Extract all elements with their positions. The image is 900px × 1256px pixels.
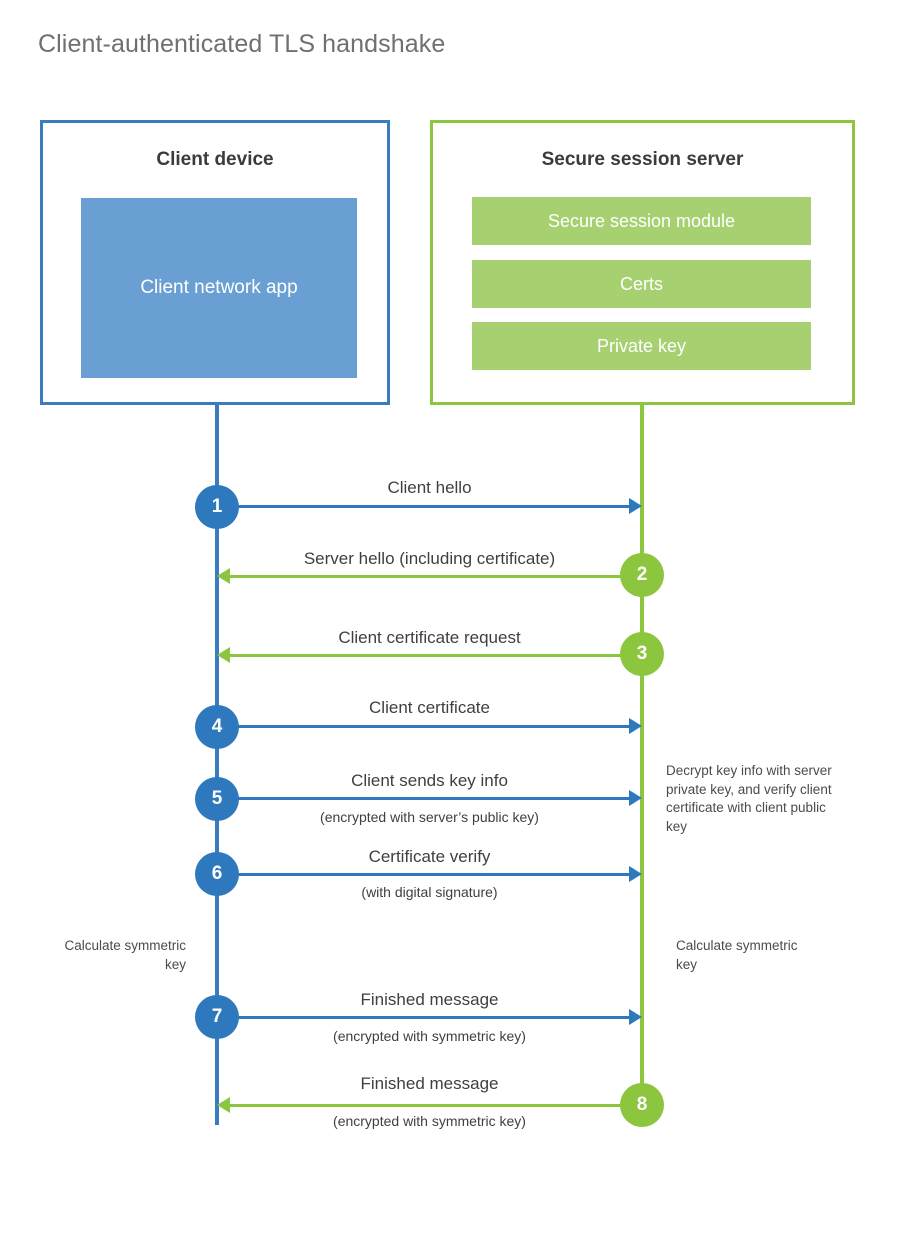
arrow-left-icon bbox=[217, 1097, 230, 1113]
message-line bbox=[217, 1016, 629, 1019]
server-component-label: Private key bbox=[596, 335, 687, 356]
arrow-left-icon bbox=[217, 568, 230, 584]
message-sublabel: (encrypted with server’s public key) bbox=[320, 809, 539, 825]
arrow-left-icon bbox=[217, 647, 230, 663]
step-circle-2: 2 bbox=[620, 553, 664, 597]
lifeline-server bbox=[640, 405, 644, 1105]
message-line bbox=[217, 725, 629, 728]
client-device-title: Client device bbox=[156, 149, 274, 170]
arrow-right-icon bbox=[629, 498, 642, 514]
page-title: Client-authenticated TLS handshake bbox=[38, 30, 446, 58]
server-component-label: Secure session module bbox=[547, 210, 736, 231]
message-label: Server hello (including certificate) bbox=[303, 549, 556, 568]
message-sublabel: (with digital signature) bbox=[361, 884, 498, 900]
message-label: Finished message bbox=[360, 990, 499, 1009]
actor-box-secure-session-server: Secure session server Secure session mod… bbox=[430, 120, 855, 405]
actor-box-client-device: Client device Client network app bbox=[40, 120, 390, 405]
note-client-calculate-symmetric-key: Calculate symmetric key bbox=[64, 938, 186, 972]
secure-session-server-title: Secure session server bbox=[541, 149, 744, 170]
message-sublabel: (encrypted with symmetric key) bbox=[333, 1028, 526, 1044]
server-component-certs: Certs bbox=[472, 260, 811, 308]
arrow-right-icon bbox=[629, 1009, 642, 1025]
message-label: Client sends key info bbox=[351, 771, 508, 790]
message-line bbox=[217, 873, 629, 876]
message-label: Finished message bbox=[360, 1074, 499, 1093]
note-server-calculate-symmetric-key: Calculate symmetric key bbox=[676, 938, 798, 972]
message-sublabel: (encrypted with symmetric key) bbox=[333, 1113, 526, 1129]
lifeline-client bbox=[215, 405, 219, 1125]
message-label: Client hello bbox=[387, 478, 472, 497]
step-circle-5: 5 bbox=[195, 777, 239, 821]
arrow-right-icon bbox=[629, 866, 642, 882]
server-component-secure-session-module: Secure session module bbox=[472, 197, 811, 245]
client-network-app-rect: Client network app bbox=[81, 198, 357, 378]
arrow-right-icon bbox=[629, 790, 642, 806]
message-label: Client certificate request bbox=[338, 628, 521, 647]
server-component-label: Certs bbox=[619, 273, 663, 294]
step-circle-4: 4 bbox=[195, 705, 239, 749]
message-line bbox=[230, 1104, 642, 1107]
step-circle-1: 1 bbox=[195, 485, 239, 529]
message-line bbox=[217, 797, 629, 800]
note-server-decrypt: Decrypt key info with server private key… bbox=[666, 763, 832, 834]
step-circle-6: 6 bbox=[195, 852, 239, 896]
step-circle-7: 7 bbox=[195, 995, 239, 1039]
client-network-app-label: Client network app bbox=[140, 277, 298, 299]
message-label: Certificate verify bbox=[368, 847, 491, 866]
message-line bbox=[230, 654, 642, 657]
step-circle-8: 8 bbox=[620, 1083, 664, 1127]
message-label: Client certificate bbox=[369, 698, 490, 717]
message-line bbox=[217, 505, 629, 508]
message-line bbox=[230, 575, 642, 578]
arrow-right-icon bbox=[629, 718, 642, 734]
step-circle-3: 3 bbox=[620, 632, 664, 676]
server-component-private-key: Private key bbox=[472, 322, 811, 370]
